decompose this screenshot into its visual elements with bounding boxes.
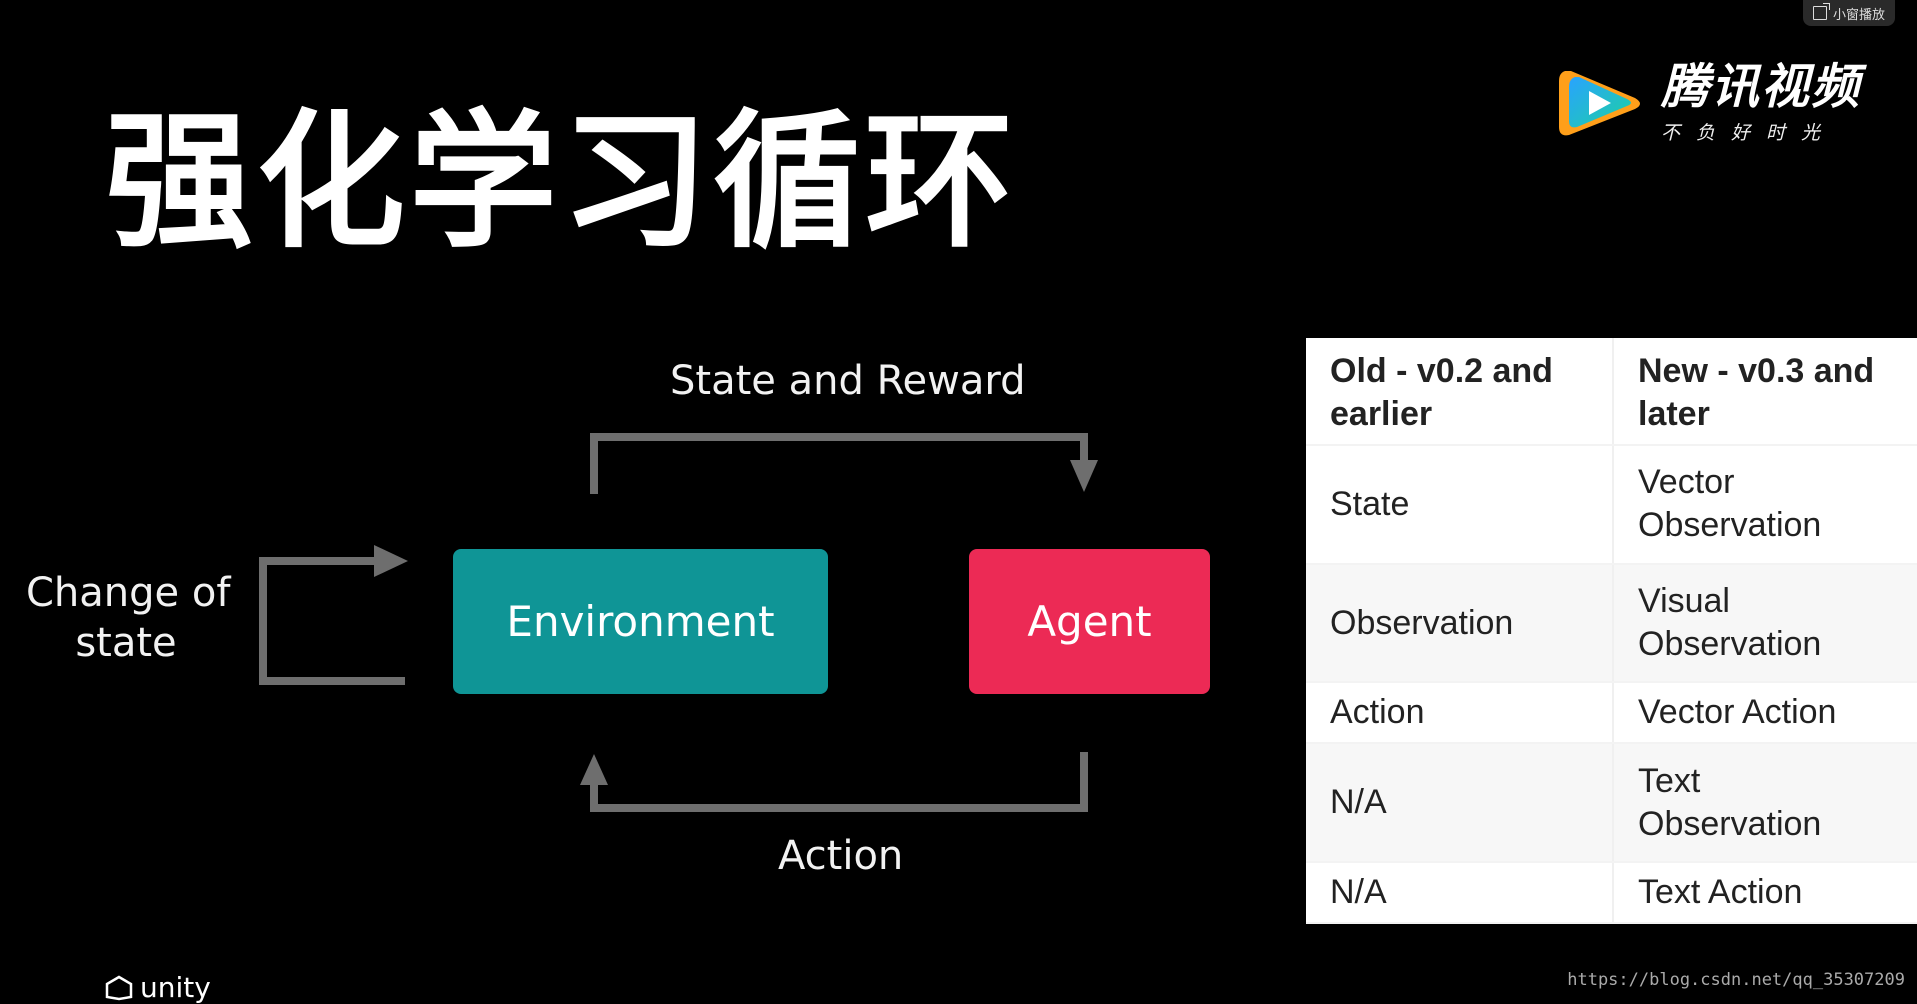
header-old: Old - v0.2 and earlier bbox=[1306, 338, 1614, 446]
play-triangle-icon bbox=[1558, 70, 1640, 136]
state-reward-arrow bbox=[590, 433, 1088, 494]
unity-cube-icon bbox=[105, 975, 133, 1000]
action-arrow bbox=[590, 752, 1088, 812]
table-header-row: Old - v0.2 and earlier New - v0.3 and la… bbox=[1306, 338, 1917, 446]
agent-box: Agent bbox=[969, 549, 1210, 694]
unity-logo: unity bbox=[104, 971, 211, 1004]
cell-old: Observation bbox=[1306, 563, 1614, 684]
action-label: Action bbox=[778, 833, 904, 879]
table-row: N/A Text Observation bbox=[1306, 743, 1917, 864]
cell-new: Text Observation bbox=[1613, 743, 1917, 864]
cell-new: Vector Action bbox=[1613, 682, 1917, 745]
csdn-watermark: https://blog.csdn.net/qq_35307209 bbox=[1567, 970, 1905, 990]
change-of-state-label: Change of state bbox=[26, 568, 231, 668]
cell-old: N/A bbox=[1306, 862, 1614, 924]
logo-name: 腾讯视频 bbox=[1660, 59, 1861, 115]
change-of-state-line1: Change of bbox=[26, 570, 231, 616]
mini-window-label: 小窗播放 bbox=[1832, 7, 1885, 23]
popout-icon bbox=[1812, 3, 1830, 20]
version-mapping-table: Old - v0.2 and earlier New - v0.3 and la… bbox=[1306, 338, 1917, 924]
unity-brand-text: unity bbox=[140, 971, 211, 1004]
cell-new: Vector Observation bbox=[1613, 444, 1917, 565]
cell-new: Visual Observation bbox=[1613, 563, 1917, 684]
state-reward-label: State and Reward bbox=[670, 358, 1026, 404]
mini-window-button[interactable]: 小窗播放 bbox=[1802, 0, 1895, 26]
table-row: Observation Visual Observation bbox=[1306, 563, 1917, 684]
change-of-state-line2: state bbox=[75, 620, 177, 666]
slide-title: 强化学习循环 bbox=[105, 96, 1017, 268]
cell-old: State bbox=[1306, 444, 1614, 565]
cell-new: Text Action bbox=[1613, 862, 1917, 924]
table-row: Action Vector Action bbox=[1306, 682, 1917, 745]
logo-slogan: 不负好时光 bbox=[1660, 122, 1836, 145]
tencent-video-logo: 腾讯视频 不负好时光 bbox=[1555, 62, 1861, 145]
state-change-arrow bbox=[259, 557, 405, 685]
environment-box: Environment bbox=[453, 549, 828, 694]
cell-old: N/A bbox=[1306, 743, 1614, 864]
table-row: N/A Text Action bbox=[1306, 862, 1917, 924]
cell-old: Action bbox=[1306, 682, 1614, 745]
header-new: New - v0.3 and later bbox=[1613, 338, 1917, 446]
table-row: State Vector Observation bbox=[1306, 444, 1917, 565]
